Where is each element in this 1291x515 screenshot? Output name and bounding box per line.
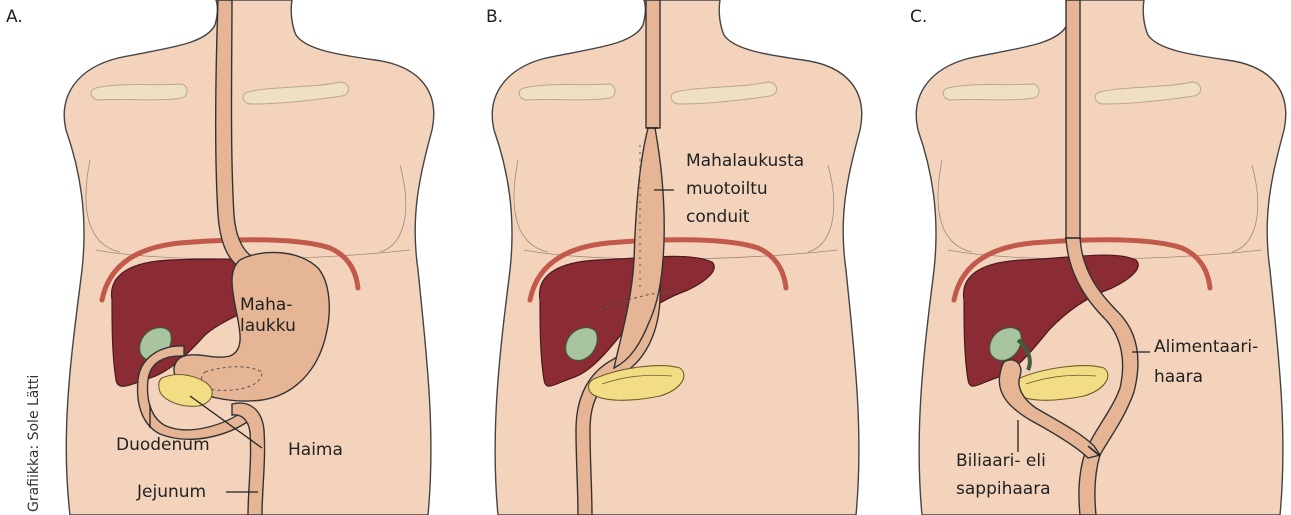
- pancreas-label: Haima: [288, 440, 343, 460]
- panel-c: C. Alimentaari- haara Biliaari- eli sapp…: [910, 0, 1286, 515]
- stomach-label-1: Maha-: [240, 295, 292, 315]
- panel-a: A. Maha- laukku Duodenum Haima: [6, 0, 434, 515]
- stomach-label-2: laukku: [240, 316, 296, 336]
- conduit-label-2: muotoiltu: [686, 179, 768, 199]
- biliary-label-2: sappihaara: [956, 479, 1051, 499]
- duodenum-label: Duodenum: [116, 435, 210, 455]
- clavicle-left-b: [519, 84, 615, 100]
- alimentary-label-2: haara: [1154, 367, 1203, 387]
- clavicle-left-c: [943, 84, 1039, 100]
- conduit-label-3: conduit: [686, 207, 750, 227]
- alimentary-label-1: Alimentaari-: [1154, 337, 1258, 357]
- credit-text: Grafiikka: Sole Lätti: [26, 375, 42, 512]
- panel-b: B. Mahalaukusta muotoiltu conduit: [486, 0, 862, 515]
- jejunum-label: Jejunum: [136, 482, 206, 502]
- panel-b-letter: B.: [486, 7, 503, 27]
- clavicle-left-a: [91, 84, 187, 100]
- panel-a-letter: A.: [6, 7, 23, 27]
- panel-c-letter: C.: [910, 7, 927, 27]
- biliary-label-1: Biliaari- eli: [956, 451, 1046, 471]
- conduit-label-1: Mahalaukusta: [686, 151, 804, 171]
